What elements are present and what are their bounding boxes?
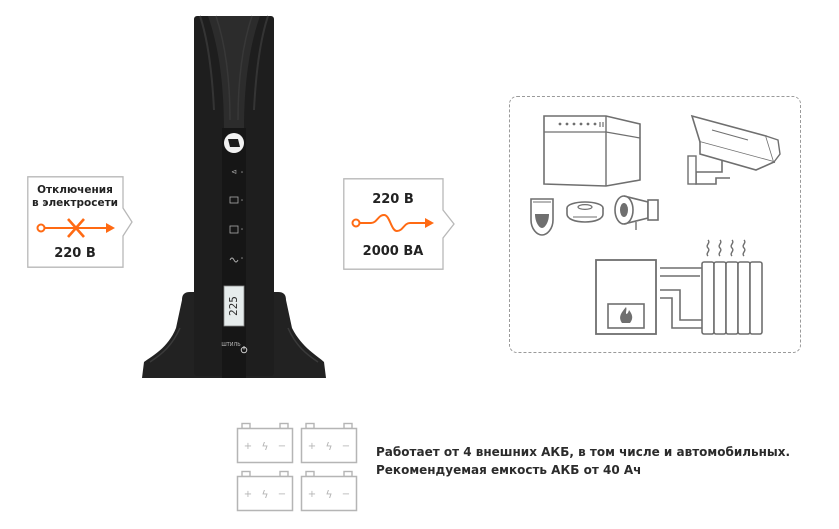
logo-icon [224, 133, 244, 153]
battery-icon [229, 196, 239, 204]
input-callout-title: Отключения в электросети [27, 184, 123, 210]
svg-text:−: − [278, 489, 286, 500]
motion-sensor-icon [530, 198, 554, 236]
sine-wave-icon [351, 213, 434, 233]
siren-icon [614, 195, 659, 230]
battery-note: Работает от 4 внешних АКБ, в том числе и… [376, 443, 790, 479]
svg-text:ϟ: ϟ [325, 440, 332, 453]
svg-text:+: + [308, 441, 316, 452]
batteries-group: + ϟ − + ϟ − + ϟ − + ϟ − [236, 422, 362, 518]
output-callout: 220 В 2000 ВА [343, 178, 456, 270]
battery-icon: + ϟ − [236, 422, 294, 464]
battery-icon: + ϟ − [236, 470, 294, 512]
radiator-icon [660, 239, 763, 335]
battery-note-line2: Рекомендуемая емкость АКБ от 40 Ач [376, 463, 642, 477]
input-icon: ⊲ [231, 168, 237, 176]
output-icon [229, 225, 239, 234]
loads-group [509, 96, 801, 353]
input-callout-title-line1: Отключения [37, 184, 113, 196]
svg-text:−: − [278, 441, 286, 452]
svg-text:⊲: ⊲ [231, 168, 237, 176]
lcd-display: 225 [223, 285, 245, 327]
svg-text:ϟ: ϟ [325, 488, 332, 501]
svg-text:−: − [342, 489, 350, 500]
svg-text:+: + [308, 489, 316, 500]
brand-label: ШТИЛЬ [221, 342, 241, 348]
output-voltage: 220 В [372, 192, 414, 207]
battery-icon: + ϟ − [300, 422, 358, 464]
svg-text:+: + [244, 441, 252, 452]
sine-icon [229, 257, 239, 263]
power-outage-icon [36, 218, 115, 238]
battery-icon: + ϟ − [300, 470, 358, 512]
ups-unit: ⊲ 225 ШТИЛЬ [142, 15, 326, 378]
svg-text:ϟ: ϟ [261, 488, 268, 501]
lcd-value: 225 [227, 296, 240, 316]
battery-note-line1: Работает от 4 внешних АКБ, в том числе и… [376, 445, 791, 459]
svg-text:−: − [342, 441, 350, 452]
smoke-detector-icon [566, 201, 604, 223]
input-voltage: 220 В [54, 246, 96, 261]
gas-boiler-icon [595, 259, 657, 335]
control-panel-icon [543, 115, 641, 187]
output-power: 2000 ВА [362, 244, 424, 259]
input-callout: Отключения в электросети 220 В [27, 176, 133, 268]
input-callout-title-line2: в электросети [31, 197, 119, 209]
power-button-icon [240, 346, 248, 354]
security-camera-icon [687, 114, 781, 185]
svg-text:+: + [244, 489, 252, 500]
svg-text:ϟ: ϟ [261, 440, 268, 453]
output-callout-frame [343, 178, 455, 270]
